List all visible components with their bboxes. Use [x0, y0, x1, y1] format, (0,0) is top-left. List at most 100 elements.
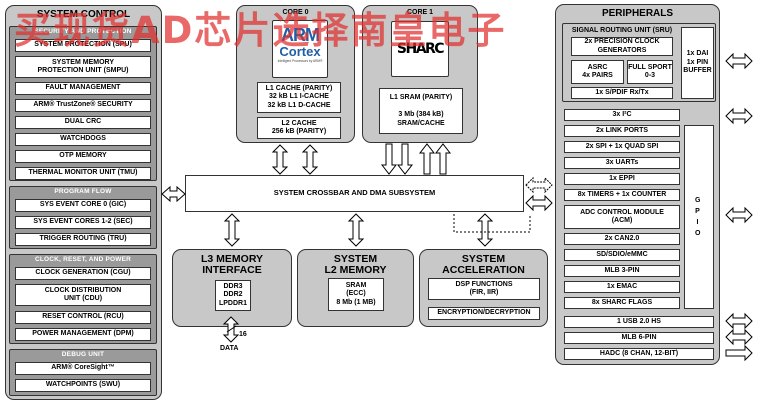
core0-l2-cache: L2 CACHE 256 kB (PARITY) — [257, 117, 341, 139]
double-arrow — [271, 144, 289, 175]
peripherals-title: PERIPHERALS — [601, 8, 674, 19]
external-arrow — [725, 206, 753, 224]
fault-management-box: FAULT MANAGEMENT — [15, 82, 151, 95]
core0-l1-cache: L1 CACHE (PARITY) 32 kB L1 I-CACHE 32 kB… — [257, 82, 341, 113]
eppi-box: 1x EPPI — [564, 173, 680, 185]
sd-sdio-box: SD/SDIO/eMMC — [564, 249, 680, 261]
acceleration-panel: SYSTEM ACCELERATION DSP FUNCTIONS (FIR, … — [419, 249, 548, 327]
uarts-box: 3x UARTs — [564, 157, 680, 169]
rcu-box: RESET CONTROL (RCU) — [15, 311, 151, 324]
arm-logo-text: ARM — [281, 25, 320, 45]
gpio-label: GPIO — [695, 197, 704, 237]
core1-l1-sram: L1 SRAM (PARITY) 3 Mb (384 kB) SRAM/CACH… — [379, 88, 463, 134]
watchdogs-box: WATCHDOGS — [15, 133, 151, 146]
core1-title: CORE 1 — [406, 9, 434, 16]
group-title: DEBUG UNIT — [61, 351, 105, 358]
dpm-box: POWER MANAGEMENT (DPM) — [15, 328, 151, 341]
trustzone-box: ARM® TrustZone® SECURITY — [15, 99, 151, 112]
down-arrow — [380, 143, 398, 175]
double-arrow — [301, 144, 319, 175]
up-arrow — [434, 143, 452, 175]
full-sport-box: FULL SPORT 0-3 — [627, 60, 673, 84]
tmu-box: THERMAL MONITOR UNIT (TMU) — [15, 167, 151, 180]
system-control-title: SYSTEM CONTROL — [36, 9, 131, 20]
dotted-link — [453, 214, 531, 233]
group-title: SECURITY AND PROTECTION — [34, 28, 132, 35]
i2c-box: 3x I²C — [564, 109, 680, 121]
system-control-panel: SYSTEM CONTROL SECURITY AND PROTECTION S… — [5, 5, 162, 400]
security-protection-group: SECURITY AND PROTECTION SYSTEM PROTECTIO… — [9, 26, 157, 181]
core0-panel: CORE 0 ARM Cortex Intelligent Processors… — [236, 5, 355, 143]
l3-memory-types: DDR3 DDR2 LPDDR1 — [215, 280, 251, 311]
dsp-functions-box: DSP FUNCTIONS (FIR, IIR) — [428, 278, 540, 300]
external-arrow — [725, 52, 753, 70]
double-arrow — [525, 176, 553, 194]
bus-slash — [226, 325, 237, 333]
debug-unit-group: DEBUG UNIT ARM® CoreSight™ WATCHPOINTS (… — [9, 349, 157, 396]
external-arrow — [725, 312, 753, 330]
gic-box: SYS EVENT CORE 0 (GIC) — [15, 199, 151, 212]
cgu-box: CLOCK GENERATION (CGU) — [15, 267, 151, 280]
sru-group: SIGNAL ROUTING UNIT (SRU) 2x PRECISION C… — [562, 23, 716, 102]
l3-memory-title: L3 MEMORY INTERFACE — [200, 253, 264, 276]
otp-memory-box: OTP MEMORY — [15, 150, 151, 163]
program-flow-group: PROGRAM FLOW SYS EVENT CORE 0 (GIC) SYS … — [9, 186, 157, 249]
double-arrow — [525, 194, 553, 212]
timers-box: 8x TIMERS + 1x COUNTER — [564, 189, 680, 201]
clock-reset-power-group: CLOCK, RESET, AND POWER CLOCK GENERATION… — [9, 254, 157, 344]
core0-title: CORE 0 — [282, 9, 309, 16]
gpio-box: GPIO — [684, 125, 714, 309]
dual-crc-box: DUAL CRC — [15, 116, 151, 129]
group-title: CLOCK, RESET, AND POWER — [34, 256, 132, 263]
arm-cortex-logo: ARM Cortex Intelligent Processors by ARM… — [272, 20, 328, 78]
system-crossbar: SYSTEM CROSSBAR AND DMA SUBSYSTEM — [185, 175, 524, 212]
bus-width-label: 16 — [239, 331, 247, 338]
up-arrow — [418, 143, 436, 175]
spu-box: SYSTEM PROTECTION (SPU) — [15, 39, 151, 52]
external-arrow — [725, 107, 753, 125]
emac-box: 1x EMAC — [564, 281, 680, 293]
acceleration-title: SYSTEM ACCELERATION — [442, 253, 525, 276]
external-right-arrow — [725, 344, 753, 362]
spi-box: 2x SPI + 1x QUAD SPI — [564, 141, 680, 153]
external-arrow — [725, 328, 753, 346]
coresight-box: ARM® CoreSight™ — [15, 362, 151, 375]
sharc-flags-box: 8x SHARC FLAGS — [564, 297, 680, 309]
double-arrow — [161, 185, 186, 203]
l2-memory-title: SYSTEM L2 MEMORY — [324, 253, 387, 276]
double-arrow — [223, 213, 241, 247]
sru-title: SIGNAL ROUTING UNIT (SRU) — [571, 27, 673, 35]
acm-box: ADC CONTROL MODULE (ACM) — [564, 205, 680, 229]
sharc-logo: SHARC — [391, 21, 449, 77]
l2-sram-box: SRAM (ECC) 8 Mb (1 MB) — [328, 278, 384, 311]
data-label: DATA — [220, 345, 239, 352]
tru-box: TRIGGER ROUTING (TRU) — [15, 233, 151, 246]
mlb3-box: MLB 3-PIN — [564, 265, 680, 277]
sec-box: SYS EVENT CORES 1-2 (SEC) — [15, 216, 151, 229]
group-title: PROGRAM FLOW — [54, 188, 112, 195]
peripherals-panel: PERIPHERALS SIGNAL ROUTING UNIT (SRU) 2x… — [555, 4, 720, 365]
can-box: 2x CAN2.0 — [564, 233, 680, 245]
hadc-box: HADC (8 CHAN, 12-BIT) — [564, 348, 714, 360]
mlb6-box: MLB 6-PIN — [564, 332, 714, 344]
dai-box: 1x DAI 1x PIN BUFFER — [681, 27, 714, 99]
down-arrow — [396, 143, 414, 175]
l3-memory-panel: L3 MEMORY INTERFACE DDR3 DDR2 LPDDR1 — [172, 249, 292, 327]
cdu-box: CLOCK DISTRIBUTION UNIT (CDU) — [15, 284, 151, 306]
double-arrow — [476, 213, 494, 247]
sharc-logo-text: SHARC — [396, 41, 445, 57]
asrc-box: ASRC 4x PAIRS — [571, 60, 624, 84]
cortex-logo-text: Cortex — [279, 44, 321, 59]
arm-logo-tagline: Intelligent Processors by ARM® — [277, 59, 323, 63]
swu-box: WATCHPOINTS (SWU) — [15, 379, 151, 392]
core1-panel: CORE 1 SHARC L1 SRAM (PARITY) 3 Mb (384 … — [362, 5, 478, 143]
l2-memory-panel: SYSTEM L2 MEMORY SRAM (ECC) 8 Mb (1 MB) — [297, 249, 414, 327]
encryption-box: ENCRYPTION/DECRYPTION — [428, 307, 540, 320]
pcg-box: 2x PRECISION CLOCK GENERATORS — [571, 37, 673, 56]
double-arrow — [347, 213, 365, 247]
link-ports-box: 2x LINK PORTS — [564, 125, 680, 137]
spdif-box: 1x S/PDIF Rx/Tx — [571, 87, 673, 99]
smpu-box: SYSTEM MEMORY PROTECTION UNIT (SMPU) — [15, 56, 151, 78]
usb-box: 1 USB 2.0 HS — [564, 316, 714, 328]
